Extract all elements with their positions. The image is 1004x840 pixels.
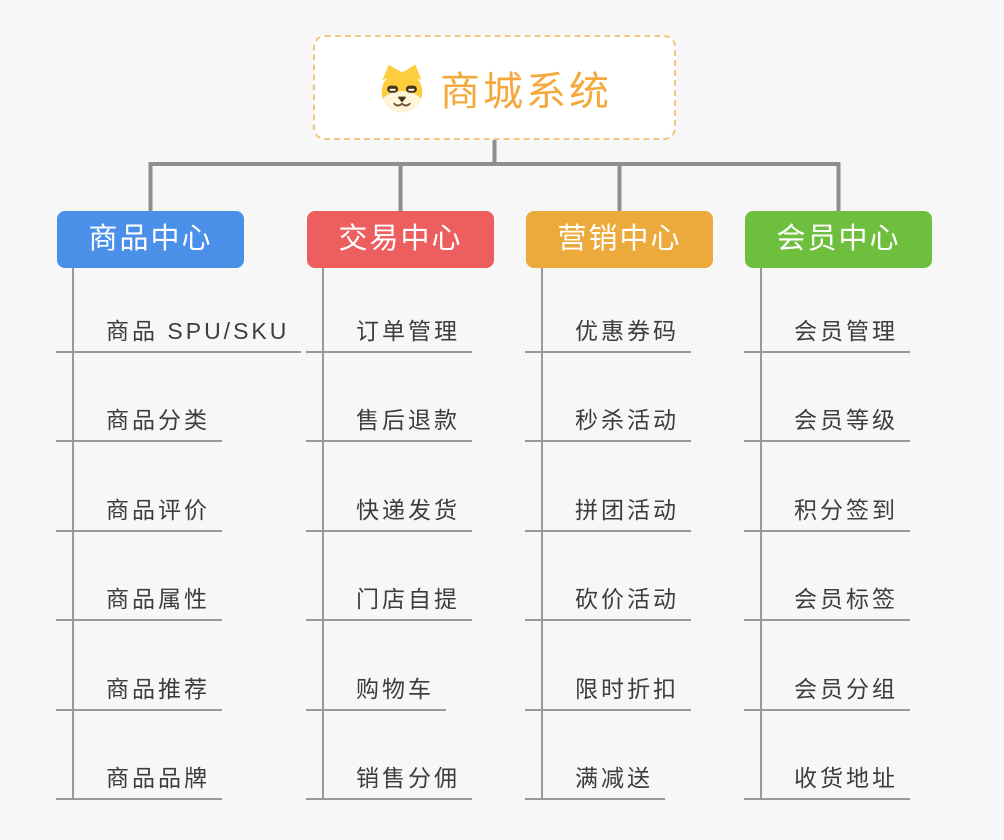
branch-node-trade-center[interactable]: 交易中心	[307, 211, 494, 268]
leaf-node[interactable]: 积分签到	[744, 496, 910, 532]
leaf-node[interactable]: 售后退款	[306, 406, 472, 442]
leaf-node[interactable]: 会员管理	[744, 317, 910, 353]
leaf-node[interactable]: 商品品牌	[56, 764, 222, 800]
branch-node-marketing-center[interactable]: 营销中心	[526, 211, 713, 268]
branch-connector-line	[760, 268, 762, 800]
leaf-node[interactable]: 砍价活动	[525, 585, 691, 621]
leaf-node[interactable]: 收货地址	[744, 764, 910, 800]
leaf-node[interactable]: 优惠券码	[525, 317, 691, 353]
leaf-node[interactable]: 秒杀活动	[525, 406, 691, 442]
leaf-node[interactable]: 会员分组	[744, 675, 910, 711]
branch-connector-line	[322, 268, 324, 800]
leaf-node[interactable]: 商品属性	[56, 585, 222, 621]
leaf-node[interactable]: 快递发货	[306, 496, 472, 532]
leaf-node[interactable]: 门店自提	[306, 585, 472, 621]
root-title: 商城系统	[440, 69, 612, 114]
branch-node-product-center[interactable]: 商品中心	[57, 211, 244, 268]
leaf-node[interactable]: 会员标签	[744, 585, 910, 621]
leaf-node[interactable]: 限时折扣	[525, 675, 691, 711]
leaf-node[interactable]: 商品评价	[56, 496, 222, 532]
dog-face-icon	[381, 64, 423, 112]
branch-connector-line	[541, 268, 543, 800]
leaf-node[interactable]: 购物车	[306, 675, 446, 711]
leaf-node[interactable]: 商品分类	[56, 406, 222, 442]
leaf-node[interactable]: 会员等级	[744, 406, 910, 442]
leaf-node[interactable]: 商品推荐	[56, 675, 222, 711]
root-node[interactable]: 商城系统	[313, 35, 676, 140]
branch-node-member-center[interactable]: 会员中心	[745, 211, 932, 268]
leaf-node[interactable]: 满减送	[525, 764, 665, 800]
leaf-node[interactable]: 拼团活动	[525, 496, 691, 532]
branch-connector-line	[72, 268, 74, 800]
leaf-node[interactable]: 商品 SPU/SKU	[56, 317, 302, 353]
leaf-node[interactable]: 订单管理	[306, 317, 472, 353]
leaf-node[interactable]: 销售分佣	[306, 764, 472, 800]
